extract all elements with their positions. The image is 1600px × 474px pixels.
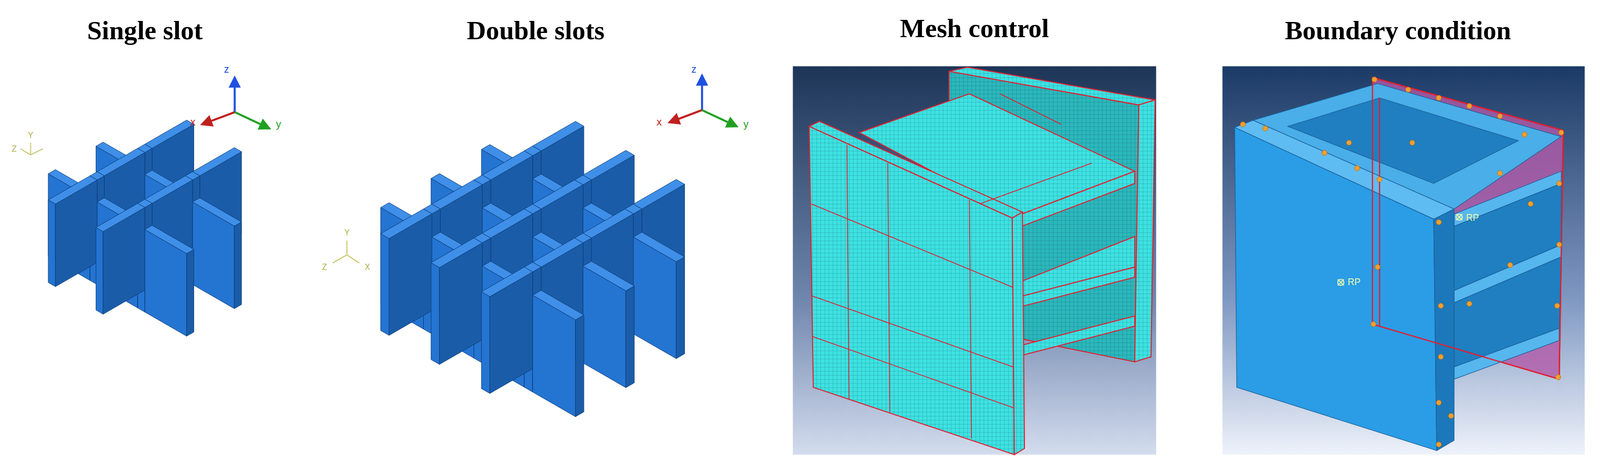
plate-face	[582, 261, 635, 291]
plate-face	[532, 238, 583, 268]
plate-face	[432, 179, 483, 210]
local-axis-label: X	[364, 262, 370, 272]
panel-title: Boundary condition	[1285, 16, 1512, 46]
mesh-panel	[792, 66, 1156, 455]
plate-face	[532, 290, 584, 320]
plate-face	[144, 120, 194, 149]
axis-label: z	[223, 63, 230, 75]
plate-face	[482, 150, 533, 180]
axis-label: y	[743, 118, 749, 130]
double-slot-grating	[380, 121, 685, 418]
plate-face	[431, 238, 483, 268]
local-axis-label: Z	[12, 144, 18, 154]
plate-face	[186, 249, 195, 337]
plate-face	[48, 199, 56, 287]
plate-face	[633, 179, 685, 209]
axis-triad	[201, 75, 737, 129]
local-axis-label: Z	[321, 262, 328, 272]
axis-label: x	[190, 116, 196, 128]
local-triad	[20, 142, 359, 264]
plate-face	[481, 266, 533, 297]
reference-point-label: RP	[1466, 213, 1479, 224]
local-axis-label: Y	[344, 228, 350, 238]
plate-face	[95, 227, 104, 315]
plate-face	[234, 221, 242, 309]
plate-face	[192, 197, 242, 227]
plate-face	[380, 233, 390, 336]
plate-face	[582, 150, 635, 180]
axis-label: x	[656, 116, 662, 128]
plate-face	[532, 121, 584, 151]
plate-face	[192, 147, 242, 176]
single-slot-grating	[48, 120, 242, 337]
plate-face	[625, 286, 635, 388]
plate-face	[482, 208, 533, 239]
plate-face	[575, 314, 584, 417]
panel-title: Single slot	[86, 16, 203, 46]
plate-face	[481, 291, 490, 394]
plate-face	[633, 232, 685, 262]
plate-face	[97, 148, 145, 176]
axis-label: y	[276, 118, 282, 130]
local-axis-label: Y	[27, 131, 33, 141]
panel-title: Mesh control	[899, 14, 1050, 44]
plate-face	[532, 179, 583, 210]
plate-face	[95, 203, 145, 232]
plate-face	[431, 262, 440, 365]
reference-point-label: RP	[1347, 277, 1361, 288]
panel-title: Double slots	[466, 16, 605, 46]
plate-face	[380, 208, 433, 239]
boundary-panel	[1222, 66, 1585, 455]
plate-face	[144, 225, 194, 254]
axis-label: z	[691, 63, 697, 75]
plate-face	[582, 208, 634, 239]
plate-face	[48, 175, 97, 205]
plate-face	[144, 175, 193, 204]
plate-face	[675, 256, 685, 359]
